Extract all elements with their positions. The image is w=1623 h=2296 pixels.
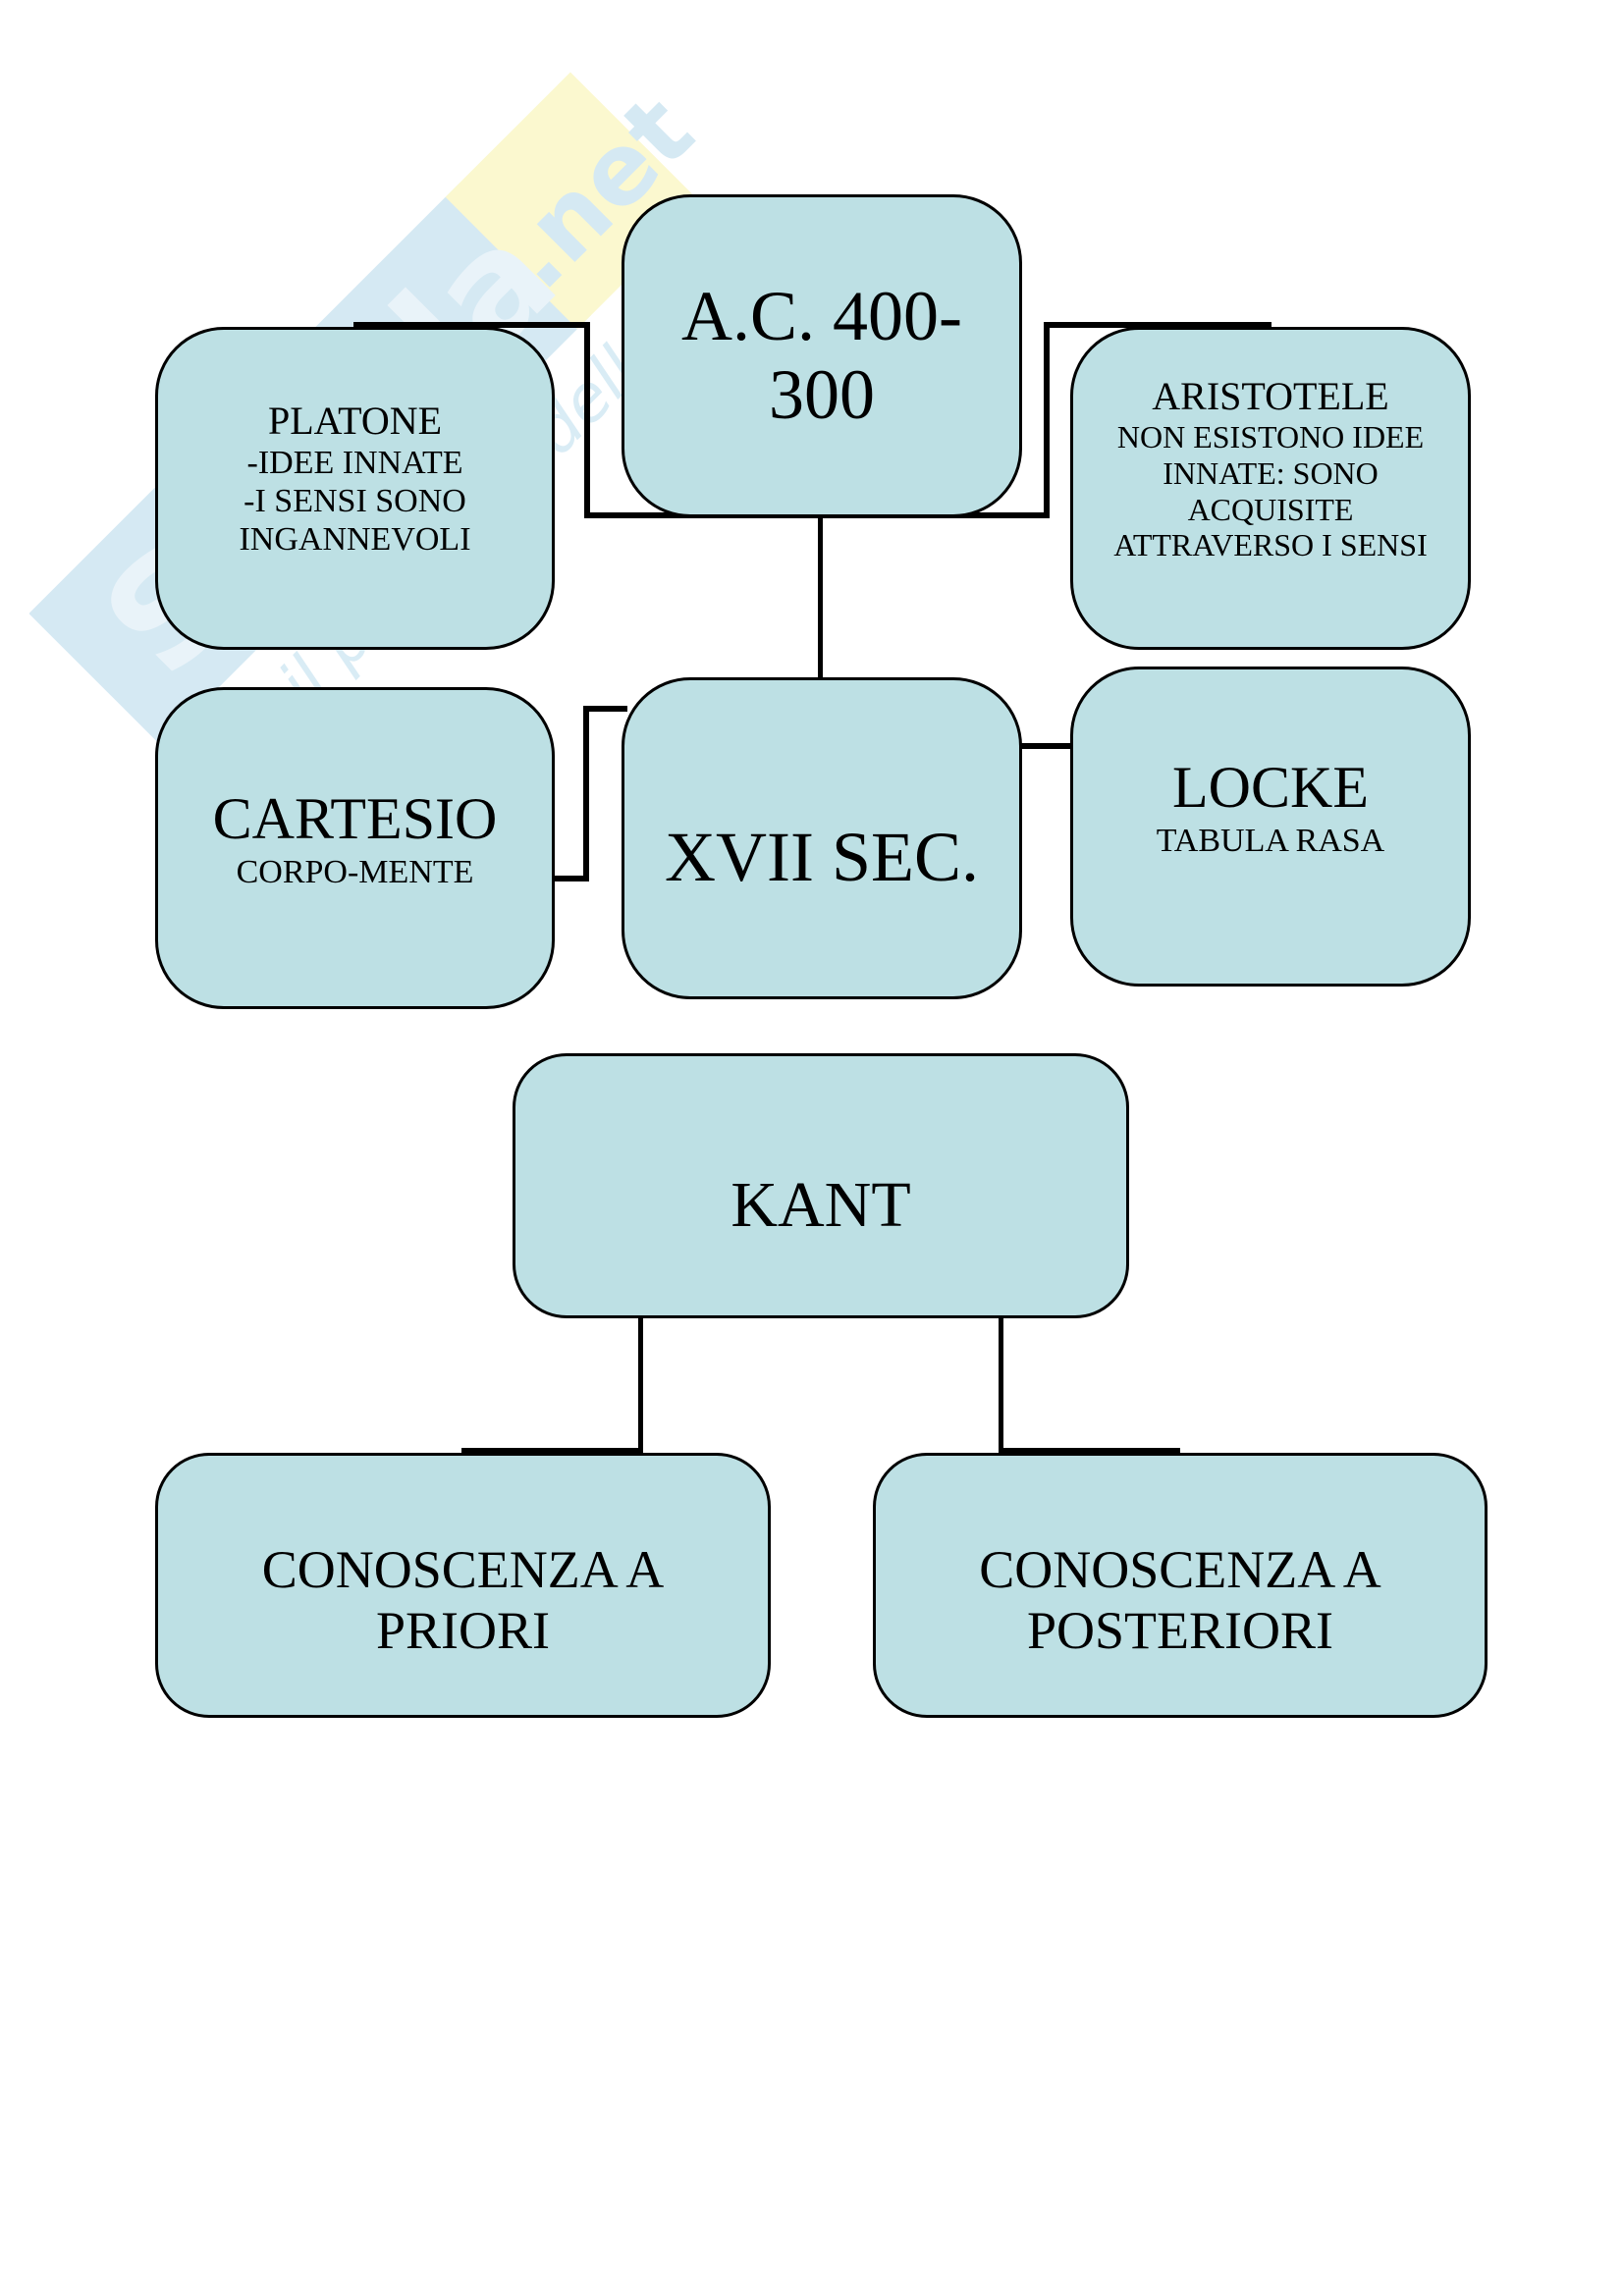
connector-kant-left-vertical (638, 1315, 643, 1453)
connector-kant-left-horizontal (461, 1448, 643, 1453)
priori-line1: CONOSCENZA A (261, 1539, 665, 1599)
connector-kant-right-vertical (999, 1315, 1003, 1453)
node-ancient-period: A.C. 400- 300 (622, 194, 1022, 517)
aristotele-name: ARISTOTELE (1152, 373, 1389, 418)
platone-point: INGANNEVOLI (239, 521, 471, 559)
kant-name: KANT (730, 1168, 911, 1241)
posteriori-line1: CONOSCENZA A (979, 1539, 1381, 1599)
ancient-period-line1: A.C. 400- (681, 277, 962, 356)
connector-platone-top (353, 322, 589, 328)
cartesio-note: CORPO-MENTE (236, 853, 474, 890)
aristotele-point: NON ESISTONO IDEE (1116, 418, 1425, 454)
aristotele-point: ACQUISITE (1187, 491, 1354, 527)
connector-cartesio-bottom (552, 876, 589, 881)
aristotele-point: INNATE: SONO (1163, 454, 1379, 491)
node-conoscenza-a-posteriori: CONOSCENZA A POSTERIORI (873, 1453, 1488, 1718)
connector-cartesio-vertical (583, 706, 589, 881)
connector-platone-vertical (584, 322, 590, 518)
platone-point: -IDEE INNATE (246, 444, 463, 481)
cartesio-name: CARTESIO (212, 785, 498, 851)
ancient-period-line2: 300 (769, 354, 875, 434)
node-locke: LOCKE TABULA RASA (1070, 667, 1471, 987)
node-modern-period: XVII SEC. (622, 677, 1022, 999)
platone-point: -I SENSI SONO (243, 482, 466, 519)
connector-kant-right-horizontal (999, 1448, 1180, 1453)
platone-name: PLATONE (267, 398, 443, 443)
locke-name: LOCKE (1172, 754, 1369, 820)
modern-period-label: XVII SEC. (665, 818, 979, 897)
priori-line2: PRIORI (375, 1601, 551, 1660)
connector-ancient-to-modern (818, 515, 823, 680)
posteriori-line2: POSTERIORI (1026, 1601, 1334, 1660)
node-platone: PLATONE -IDEE INNATE -I SENSI SONO INGAN… (155, 327, 555, 650)
connector-aristotele-top (1044, 322, 1271, 328)
aristotele-point: ATTRAVERSO I SENSI (1113, 527, 1428, 563)
node-conoscenza-a-priori: CONOSCENZA A PRIORI (155, 1453, 771, 1718)
connector-cartesio-top (583, 706, 627, 712)
connector-locke (1019, 743, 1073, 749)
locke-note: TABULA RASA (1156, 822, 1385, 859)
connector-aristotele-vertical (1044, 322, 1050, 518)
node-cartesio: CARTESIO CORPO-MENTE (155, 687, 555, 1009)
node-aristotele: ARISTOTELE NON ESISTONO IDEE INNATE: SON… (1070, 327, 1471, 650)
node-kant: KANT (513, 1053, 1129, 1318)
